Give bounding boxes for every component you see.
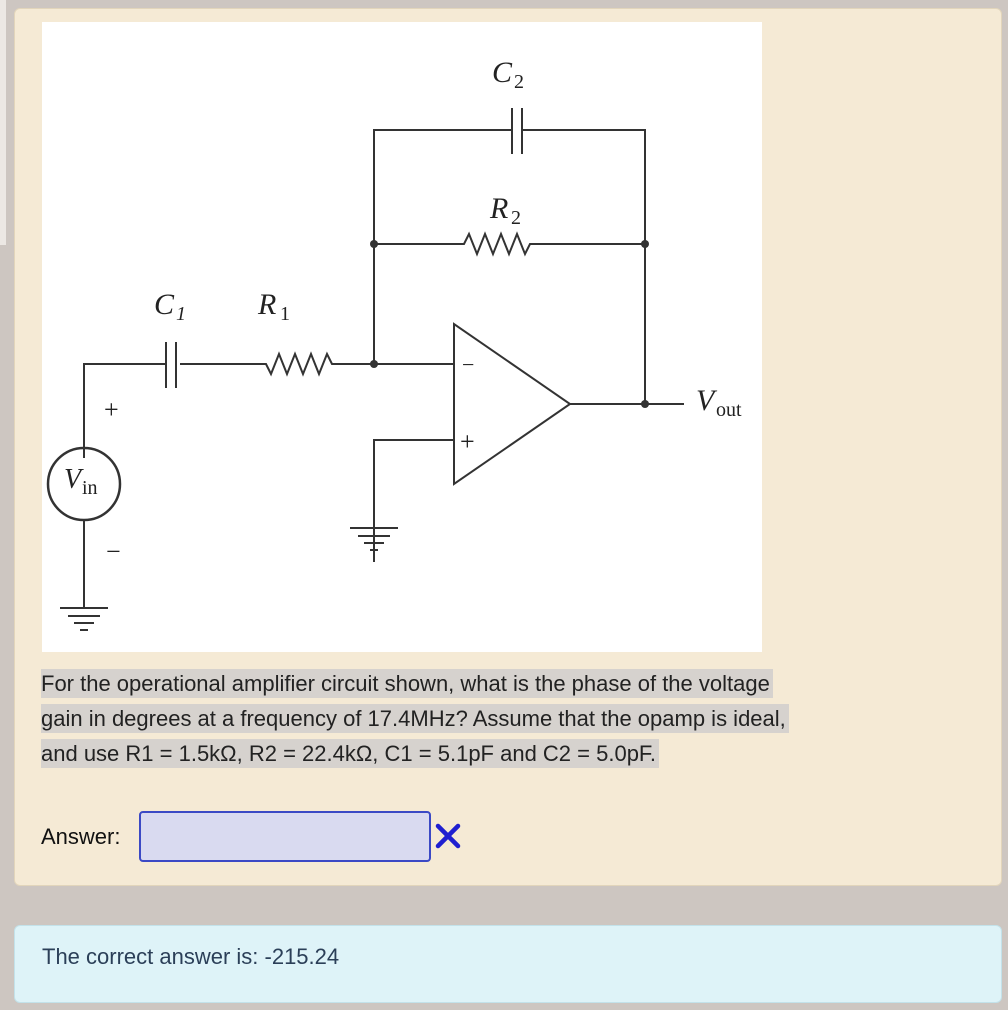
c2-wire-left <box>373 129 512 244</box>
incorrect-x-icon <box>435 823 461 849</box>
left-edge-panel <box>0 0 6 245</box>
opamp-plus-label: + <box>460 427 475 456</box>
opamp-minus-label: − <box>462 352 474 377</box>
vout-label-sub: out <box>716 399 742 421</box>
r1-resistor <box>180 351 374 377</box>
vout-label: V <box>696 384 718 417</box>
feedback-card: The correct answer is: -215.24 <box>14 925 1002 1003</box>
r1-label-sub: 1 <box>280 303 290 325</box>
answer-input[interactable] <box>139 811 431 862</box>
c2-wire-right <box>522 129 646 404</box>
r1-label: R <box>257 288 276 321</box>
c2-label: C <box>492 56 513 89</box>
source-plus-label: + <box>104 395 119 424</box>
c2-label-sub: 2 <box>514 71 524 93</box>
question-text: For the operational amplifier circuit sh… <box>41 666 941 771</box>
question-line: gain in degrees at a frequency of 17.4MH… <box>41 704 789 733</box>
inverting-input-wire <box>373 244 454 365</box>
c1-label: C <box>154 288 175 321</box>
c1-wire-left <box>83 363 166 458</box>
correct-answer-text: The correct answer is: -215.24 <box>42 944 340 969</box>
vin-label: V <box>64 464 84 495</box>
ground-symbol <box>60 607 108 631</box>
question-line: For the operational amplifier circuit sh… <box>41 669 773 698</box>
source-minus-label: − <box>106 537 121 566</box>
non-inverting-wire <box>373 439 454 528</box>
circuit-diagram: C 2 R 2 C 1 R 1 V out V in + − − + <box>42 22 762 652</box>
ground-symbol <box>350 527 398 562</box>
r2-label: R <box>489 192 508 225</box>
answer-label: Answer: <box>41 824 121 849</box>
opamp-triangle <box>453 322 572 486</box>
question-line: and use R1 = 1.5kΩ, R2 = 22.4kΩ, C1 = 5.… <box>41 739 660 768</box>
c1-label-sub: 1 <box>176 303 186 325</box>
vin-label-sub: in <box>82 477 98 499</box>
r2-resistor <box>374 231 645 257</box>
r2-label-sub: 2 <box>511 207 521 229</box>
